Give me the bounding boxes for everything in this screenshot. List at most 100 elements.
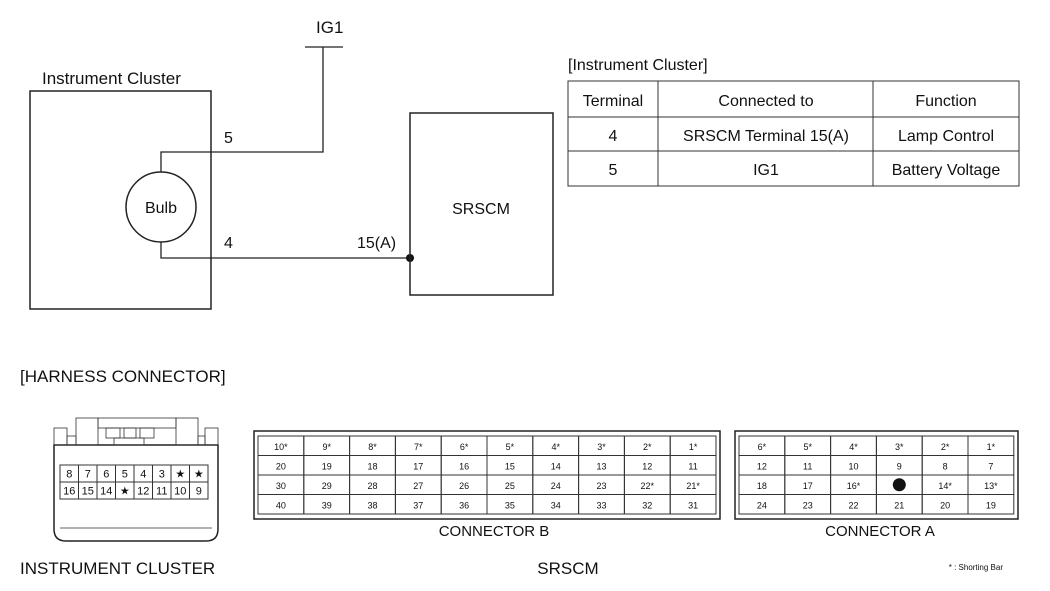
cluster-connector-tab <box>66 435 77 446</box>
instrument-cluster-caption: INSTRUMENT CLUSTER <box>20 559 215 578</box>
header-function: Function <box>915 93 976 110</box>
pin-label: 16* <box>847 481 861 491</box>
pin-label: 29 <box>322 481 332 491</box>
pin-cell <box>189 481 209 500</box>
pin-label: 11 <box>803 461 812 471</box>
pin-label: 14 <box>100 486 112 498</box>
cluster-connector-tab <box>204 427 219 446</box>
bulb-label: Bulb <box>145 200 177 217</box>
table-cell: Lamp Control <box>898 128 994 145</box>
circuit-schematic: IG1 Instrument Cluster Bulb 5 4 15(A) SR… <box>29 18 554 310</box>
terminal-15a-label: 15(A) <box>357 235 396 252</box>
pin-label: 40 <box>276 500 286 510</box>
srscm-label: SRSCM <box>452 201 510 218</box>
terminal-table: [Instrument Cluster] Terminal Connected … <box>567 57 1020 187</box>
pin-cell <box>669 494 717 515</box>
pin-label: 17 <box>413 461 423 471</box>
pin-label: 26 <box>459 481 469 491</box>
pin-label: 14* <box>938 481 952 491</box>
instrument-cluster-label: Instrument Cluster <box>42 69 181 88</box>
pin-label: 7 <box>988 461 993 471</box>
shorting-bar-legend: * : Shorting Bar <box>949 563 1004 572</box>
pin-label: 13* <box>984 481 998 491</box>
pin-label: 37 <box>413 500 423 510</box>
connector-a-caption: CONNECTOR A <box>825 523 935 540</box>
pin-label: 9 <box>897 461 902 471</box>
pin-cell <box>967 494 1015 515</box>
pin-label: 3* <box>895 442 904 452</box>
cluster-connector-latch <box>105 427 121 439</box>
srscm-caption: SRSCM <box>537 559 598 578</box>
table-frame <box>567 80 1020 187</box>
pin-label: 13 <box>596 461 606 471</box>
pin-label: 19 <box>322 461 332 471</box>
ig1-label: IG1 <box>316 18 343 37</box>
pin-label: 9 <box>196 486 202 498</box>
header-terminal: Terminal <box>583 93 643 110</box>
table-title: [Instrument Cluster] <box>568 57 708 74</box>
pin-label: 20 <box>940 500 950 510</box>
cluster-connector-tab <box>197 435 206 446</box>
pin-label: 8 <box>66 469 72 481</box>
pin-label: 4* <box>849 442 858 452</box>
pin-label: 14 <box>551 461 561 471</box>
pin-label: 34 <box>551 500 561 510</box>
pin-label: 38 <box>367 500 377 510</box>
pin-label: 16 <box>459 461 469 471</box>
pin-label: 23 <box>596 481 606 491</box>
connector-b-caption: CONNECTOR B <box>439 523 550 540</box>
pin-label: 16 <box>63 486 75 498</box>
cluster-connector-latch <box>139 427 155 439</box>
connector-b-outer <box>253 430 721 520</box>
pin-label: 30 <box>276 481 286 491</box>
pin-label: 12 <box>137 486 149 498</box>
pin-label: 21* <box>686 481 700 491</box>
pin-label: ★ <box>120 486 130 498</box>
pin-label: 4 <box>140 469 146 481</box>
pin-label: 21 <box>894 500 904 510</box>
cluster-connector-latch <box>113 437 145 446</box>
pin-label: 12 <box>642 461 652 471</box>
pin-label: 11 <box>156 486 167 498</box>
pin-label: 11 <box>688 461 697 471</box>
pin-label: 7 <box>85 469 91 481</box>
pin-label: 5 <box>122 469 128 481</box>
pin-label: 9* <box>322 442 331 452</box>
pin-label: 27 <box>413 481 423 491</box>
pin-label: 4* <box>551 442 560 452</box>
harness-section-title: [HARNESS CONNECTOR] <box>20 367 226 386</box>
cluster-connector-tab <box>175 417 199 446</box>
table-cell: 5 <box>609 162 618 179</box>
wire-5-label: 5 <box>224 130 233 147</box>
pin-label: 28 <box>367 481 377 491</box>
pin-label: 18 <box>367 461 377 471</box>
pin-label: 20 <box>276 461 286 471</box>
pin-label: 36 <box>459 500 469 510</box>
pin-label: 12 <box>757 461 767 471</box>
connector-a-outer <box>734 430 1019 520</box>
pin-label: 3 <box>159 469 165 481</box>
pin-label: ★ <box>194 469 204 481</box>
pin-label: 22* <box>641 481 655 491</box>
pin-label: 6* <box>460 442 469 452</box>
pin-label: 24 <box>551 481 561 491</box>
pin-label: 39 <box>322 500 332 510</box>
pin-label: 31 <box>688 500 698 510</box>
table-cell: SRSCM Terminal 15(A) <box>683 128 849 145</box>
cluster-connector-body <box>53 444 219 542</box>
cluster-connector-tab <box>53 427 68 446</box>
table-cell: Battery Voltage <box>892 162 1001 179</box>
pin-label: 6 <box>103 469 109 481</box>
pin-label: 2* <box>643 442 652 452</box>
pin-label: ★ <box>175 469 185 481</box>
instrument-cluster-box <box>29 90 212 310</box>
pin-label: 22 <box>848 500 858 510</box>
header-connected-to: Connected to <box>718 93 813 110</box>
pin-label: 5* <box>506 442 515 452</box>
pin-label: 19 <box>986 500 996 510</box>
pin-label: 6* <box>758 442 767 452</box>
table-cell: 4 <box>609 128 618 145</box>
